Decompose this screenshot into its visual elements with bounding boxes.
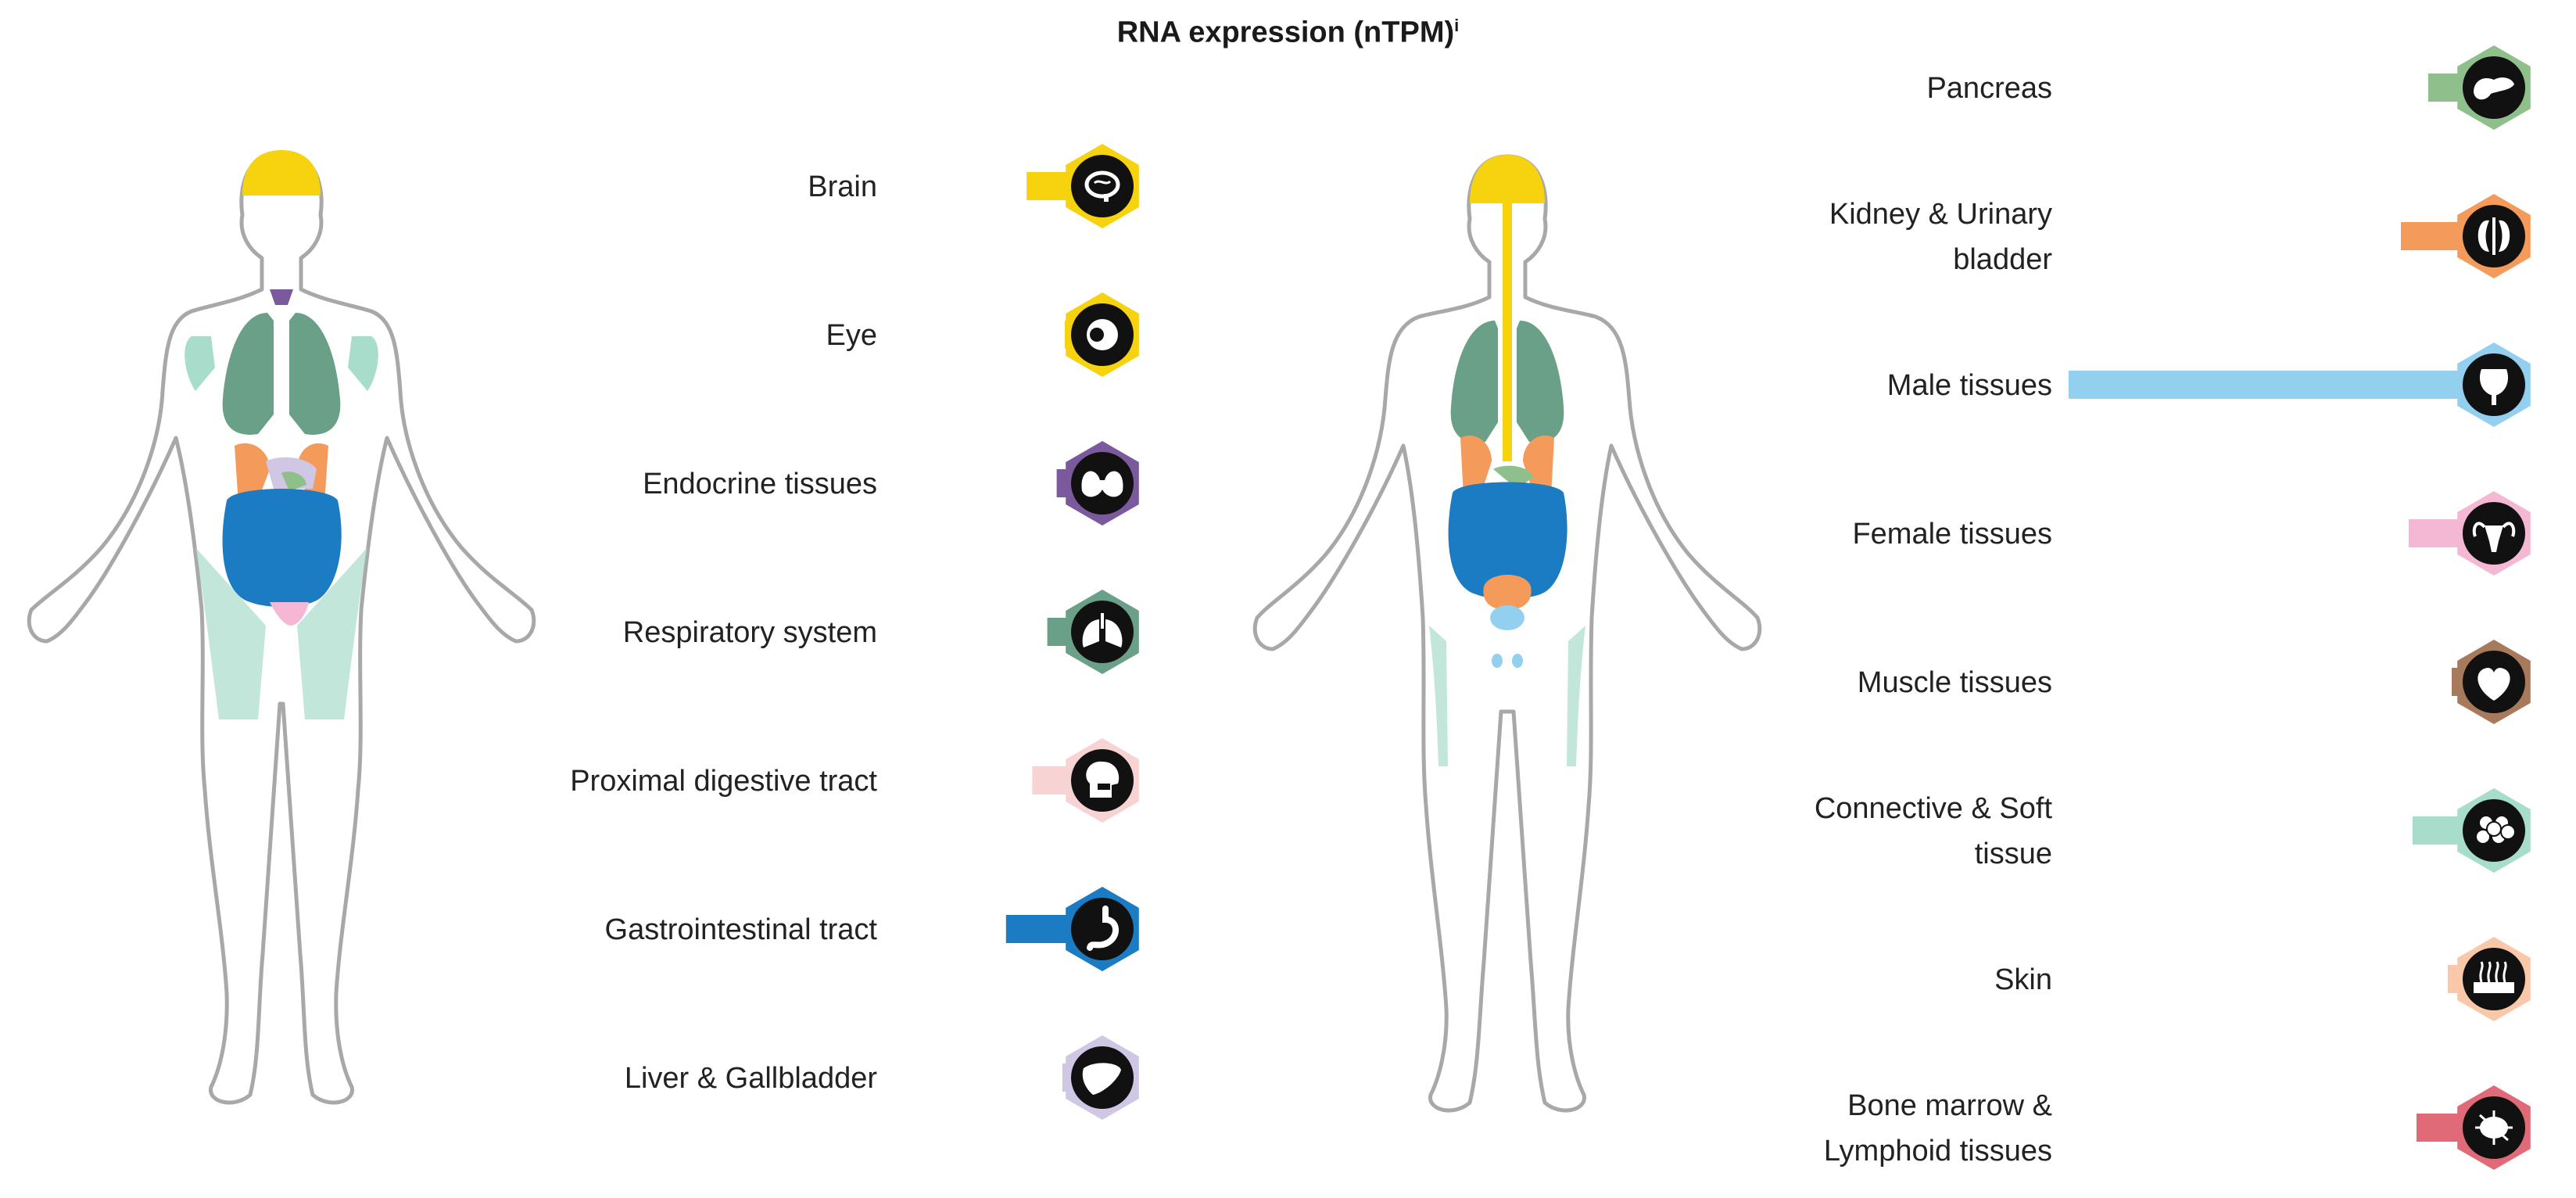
tissue-label: tissue bbox=[1975, 838, 2052, 870]
expression-bar[interactable] bbox=[2452, 668, 2460, 696]
tissue-row[interactable]: Endocrine tissues bbox=[643, 441, 1139, 525]
tissue-label: Skin bbox=[1994, 963, 2052, 996]
tissue-label: Liver & Gallbladder bbox=[625, 1062, 878, 1095]
tissue-label: Lymphoid tissues bbox=[1824, 1135, 2052, 1168]
skin-icon[interactable] bbox=[2457, 937, 2531, 1021]
tissue-row[interactable]: Respiratory system bbox=[623, 590, 1139, 674]
tissue-row[interactable]: Male tissues bbox=[1887, 343, 2531, 427]
kidney-icon[interactable] bbox=[2457, 194, 2531, 278]
expression-bar[interactable] bbox=[1032, 766, 1068, 794]
tissue-label: Muscle tissues bbox=[1858, 666, 2052, 699]
expression-bar[interactable] bbox=[2417, 1114, 2460, 1142]
expression-bar[interactable] bbox=[1026, 172, 1068, 200]
tissue-label: Gastrointestinal tract bbox=[605, 913, 878, 946]
pancreas-icon[interactable] bbox=[2457, 45, 2531, 130]
tissue-label: Male tissues bbox=[1887, 369, 2052, 402]
expression-bar[interactable] bbox=[2401, 222, 2460, 250]
tissue-row[interactable]: Female tissues bbox=[1852, 491, 2531, 576]
tissue-row[interactable]: Proximal digestive tract bbox=[570, 738, 1139, 823]
expression-bar[interactable] bbox=[1062, 1063, 1068, 1092]
expression-bar[interactable] bbox=[2409, 519, 2460, 547]
tissue-row[interactable]: Eye bbox=[826, 292, 1139, 377]
expression-bar[interactable] bbox=[2069, 371, 2460, 399]
tissue-row[interactable]: Bone marrow & Lymphoid tissues bbox=[1824, 1085, 2531, 1170]
tissue-label: Eye bbox=[826, 319, 877, 352]
head-mouth-icon[interactable] bbox=[1066, 738, 1139, 823]
tissue-label: Pancreas bbox=[1926, 72, 2052, 105]
tissue-row[interactable]: Skin bbox=[1994, 937, 2531, 1021]
tissue-label: bladder bbox=[1953, 243, 2052, 276]
uterus-icon[interactable] bbox=[2457, 491, 2531, 576]
tissue-label: Bone marrow & bbox=[1847, 1089, 2052, 1122]
expression-bar[interactable] bbox=[1005, 915, 1068, 943]
thyroid-icon[interactable] bbox=[1066, 441, 1139, 525]
female-brain-organ bbox=[242, 150, 321, 195]
tissue-label: Connective & Soft bbox=[1815, 792, 2053, 825]
liver-icon[interactable] bbox=[1066, 1035, 1139, 1120]
brain-icon[interactable] bbox=[1066, 144, 1139, 228]
male-brain-organ bbox=[1470, 155, 1545, 203]
tissue-label: Brain bbox=[808, 170, 877, 203]
tissue-row[interactable]: Brain bbox=[808, 144, 1139, 228]
tissue-label: Respiratory system bbox=[623, 616, 877, 649]
expression-bar[interactable] bbox=[2413, 816, 2460, 845]
male-body-figure bbox=[1252, 154, 1762, 1113]
tissue-row[interactable]: Connective & Soft tissue bbox=[1815, 788, 2531, 873]
expression-bar[interactable] bbox=[1047, 618, 1068, 646]
stomach-icon[interactable] bbox=[1066, 887, 1139, 971]
tissue-row[interactable]: Muscle tissues bbox=[1858, 640, 2531, 724]
tissue-label: Kidney & Urinary bbox=[1829, 198, 2052, 231]
male-tissue-icon[interactable] bbox=[2457, 343, 2531, 427]
expression-bar[interactable] bbox=[2428, 74, 2460, 102]
tissue-row[interactable]: Gastrointestinal tract bbox=[605, 887, 1139, 971]
info-icon[interactable]: i bbox=[1454, 16, 1460, 35]
tissue-row[interactable]: Kidney & Urinary bladder bbox=[1829, 194, 2531, 278]
heart-icon[interactable] bbox=[2457, 640, 2531, 724]
lungs-icon[interactable] bbox=[1066, 590, 1139, 674]
tissue-label: Female tissues bbox=[1852, 518, 2052, 551]
tissue-row[interactable]: Pancreas bbox=[1926, 45, 2531, 130]
expression-bar[interactable] bbox=[1056, 469, 1068, 497]
female-body-figure bbox=[27, 150, 536, 1105]
eye-icon[interactable] bbox=[1066, 292, 1139, 377]
lymph-node-icon[interactable] bbox=[2457, 1085, 2531, 1170]
chart-title: RNA expression (nTPM)i bbox=[1116, 16, 1460, 49]
cells-icon[interactable] bbox=[2457, 788, 2531, 873]
expression-bar[interactable] bbox=[2448, 965, 2460, 993]
tissue-label: Endocrine tissues bbox=[643, 468, 877, 500]
tissue-row[interactable]: Liver & Gallbladder bbox=[625, 1035, 1139, 1120]
tissue-label: Proximal digestive tract bbox=[570, 765, 877, 798]
